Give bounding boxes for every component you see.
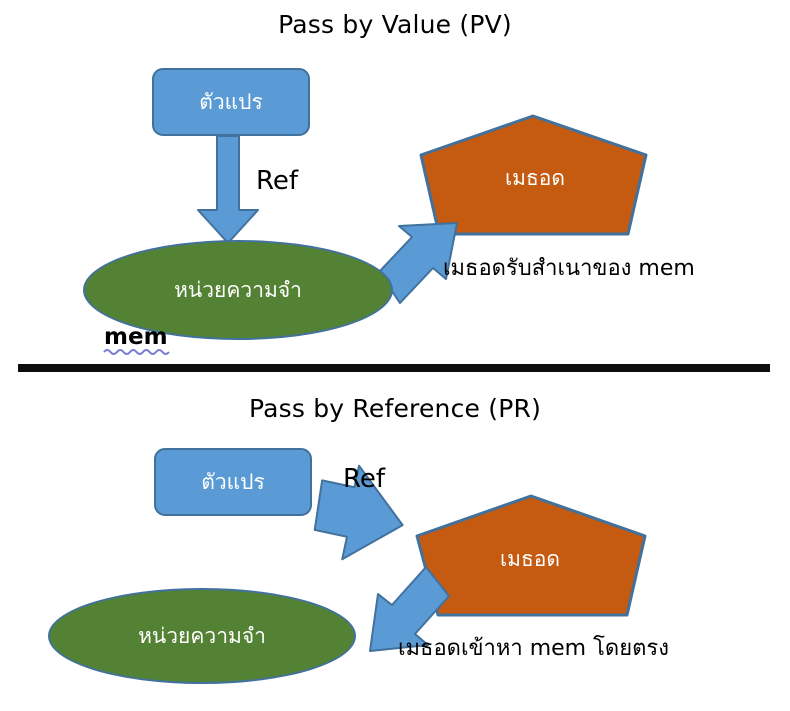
page-title-pass-by-reference: Pass by Reference (PR) (248, 394, 542, 423)
ref-arrow-pr (313, 464, 404, 561)
memory-ellipse-pr-label: หน่วยความจำ (138, 623, 266, 648)
ref-arrow-down-pv (197, 135, 259, 244)
variable-box-pr[interactable]: ตัวแปร (154, 448, 312, 516)
method-pentagon-pr (415, 494, 647, 617)
memory-ellipse-pr[interactable]: หน่วยความจำ (48, 588, 356, 684)
variable-box-pv-label: ตัวแปร (199, 89, 263, 114)
ref-label-pv: Ref (256, 166, 299, 196)
section-divider (18, 364, 770, 372)
memory-tag-pv: mem (104, 324, 168, 350)
spellcheck-squiggle (103, 349, 170, 355)
copy-arrow-pv (378, 222, 458, 304)
memory-ellipse-pv[interactable]: หน่วยความจำ (83, 240, 393, 340)
method-pentagon-pv (419, 114, 648, 236)
ref-label-pr: Ref (343, 464, 386, 494)
variable-box-pr-label: ตัวแปร (201, 469, 265, 494)
method-pentagon-pr-label: เมธอด (499, 547, 561, 571)
variable-box-pv[interactable]: ตัวแปร (152, 68, 310, 136)
memory-ellipse-pv-label: หน่วยความจำ (174, 277, 302, 302)
method-pentagon-pv-label: เมธอด (504, 166, 566, 190)
direct-arrow-pr (369, 566, 450, 652)
page-title-pass-by-value: Pass by Value (PV) (278, 10, 512, 39)
direct-caption-pr: เมธอดเข้าหา mem โดยตรง (398, 636, 669, 661)
copy-caption-pv: เมธอดรับสำเนาของ mem (443, 256, 695, 281)
